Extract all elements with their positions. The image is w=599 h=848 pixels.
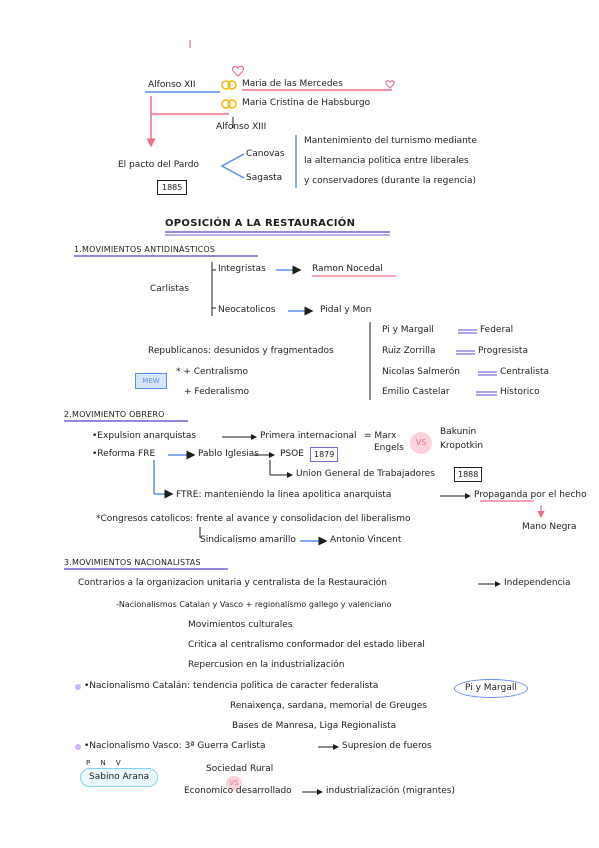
- reforma-fre: •Reforma FRE: [92, 449, 156, 459]
- mano-negra: Mano Negra: [522, 522, 577, 532]
- sello-stamp: MEW: [135, 373, 167, 389]
- historico: Historico: [500, 387, 540, 397]
- maria-cristina: Maria Cristina de Habsburgo: [242, 98, 371, 108]
- bullet-federalismo: + Federalismo: [184, 387, 250, 397]
- pi-margall-oval: Pi y Margall: [454, 679, 528, 698]
- progresista: Progresista: [478, 346, 528, 356]
- vs-badge: VS: [410, 432, 432, 454]
- nicolas-salmeron: Nicolas Salmerón: [382, 367, 460, 377]
- marx: = Marx: [364, 431, 397, 441]
- psoe: PSOE: [280, 449, 304, 459]
- contrarios: Contrarios a la organizacion unitaria y …: [78, 578, 387, 588]
- economico-desarrollado: Economico desarrollado: [184, 786, 292, 796]
- republicanos: Republicanos: desunidos y fragmentados: [148, 346, 334, 356]
- maria-mercedes: Maria de las Mercedes: [242, 79, 343, 89]
- antonio-vincent: Antonio Vincent: [330, 535, 402, 545]
- ramon-nocedal: Ramon Nocedal: [312, 264, 383, 274]
- engels: Engels: [374, 443, 404, 453]
- primera-internacional: Primera internacional: [260, 431, 357, 441]
- ugt: Union General de Trabajadores: [296, 469, 435, 479]
- kropotkin: Kropotkin: [440, 441, 484, 451]
- bases-manresa: Bases de Manresa, Liga Regionalista: [232, 721, 397, 731]
- section-2-heading: 2.MOVIMIENTO OBRERO: [64, 410, 165, 419]
- section-1-heading: 1.MOVIMIENTOS ANTIDINÁSTICOS: [74, 245, 216, 254]
- centralista: Centralista: [500, 367, 550, 377]
- alfonso-xiii: Alfonso XIII: [216, 122, 267, 132]
- renaixenca: Renaixença, sardana, memorial de Greuges: [230, 701, 427, 711]
- sagasta: Sagasta: [246, 173, 283, 183]
- nacionalismos-list: -Nacionalismos Catalan y Vasco + regiona…: [116, 600, 392, 609]
- note-line-1: Mantenimiento del turnismo mediante: [304, 136, 477, 146]
- ruiz-zorrilla: Ruiz Zorrilla: [382, 346, 436, 356]
- carlistas: Carlistas: [150, 284, 189, 294]
- psoe-year-box: 1879: [310, 447, 339, 462]
- alfonso-xii: Alfonso XII: [148, 80, 196, 90]
- congresos-catolicos: *Congresos catolicos: frente al avance y…: [96, 514, 411, 524]
- repercusion: Repercusion en la industrialización: [188, 660, 345, 670]
- sindicalismo-amarillo: Sindicalismo amarillo: [200, 535, 296, 545]
- note-line-2: la alternancia politica entre liberales: [304, 156, 469, 166]
- page-title: OPOSICIÓN A LA RESTAURACIÓN: [165, 218, 356, 229]
- ftre: FTRE: manteniendo la linea apolitica ana…: [176, 490, 392, 500]
- independencia: Independencia: [504, 578, 571, 588]
- nacionalismo-catalan: •Nacionalismo Catalán: tendencia politic…: [84, 681, 379, 691]
- pidal-mon: Pidal y Mon: [320, 305, 372, 315]
- integristas: Integristas: [218, 264, 266, 274]
- pacto-pardo: El pacto del Pardo: [118, 160, 200, 170]
- neocatolicos: Neocatolicos: [218, 305, 276, 315]
- canovas: Canovas: [246, 149, 285, 159]
- critica-centralismo: Critica al centralismo conformador del e…: [188, 640, 425, 650]
- bakunin: Bakunin: [440, 427, 477, 437]
- nacionalismo-vasco: •Nacionalismo Vasco: 3ª Guerra Carlista: [84, 741, 266, 751]
- ugt-year-box: 1888: [454, 467, 483, 482]
- pnv-letters: P N V: [86, 759, 125, 767]
- sociedad-rural: Sociedad Rural: [206, 764, 274, 774]
- movimientos-culturales: Movimientos culturales: [188, 620, 293, 630]
- vs-badge-2: VS: [226, 776, 242, 790]
- bullet-centralismo: * + Centralismo: [176, 367, 248, 377]
- pi-margall: Pi y Margall: [382, 325, 434, 335]
- federal: Federal: [480, 325, 514, 335]
- note-line-3: y conservadores (durante la regencia): [304, 176, 477, 186]
- expulsion-anarquistas: •Expulsion anarquistas: [92, 431, 197, 441]
- supresion-fueros: Supresion de fueros: [342, 741, 432, 751]
- section-3-heading: 3.MOVIMIENTOS NACIONALISTAS: [64, 558, 201, 567]
- pacto-year-box: 1885: [157, 180, 188, 195]
- propaganda: Propaganda por el hecho: [474, 490, 587, 500]
- emilio-castelar: Emilio Castelar: [382, 387, 450, 397]
- sabino-arana-box: Sabino Arana: [80, 768, 159, 787]
- pablo-iglesias: Pablo Iglesias: [198, 449, 259, 459]
- industrializacion: industrialización (migrantes): [326, 786, 455, 796]
